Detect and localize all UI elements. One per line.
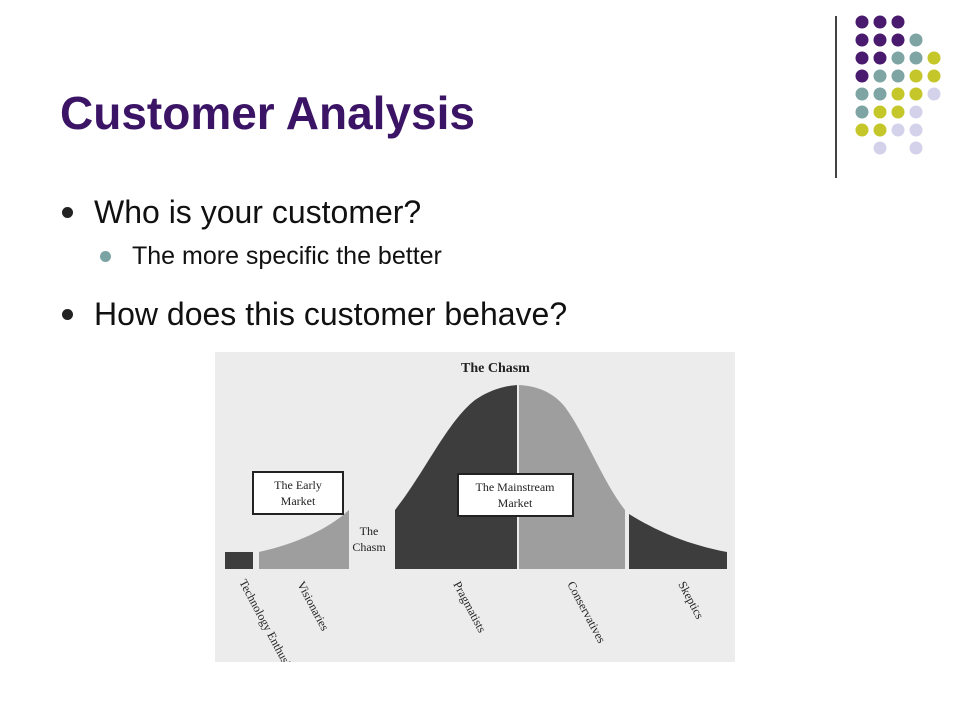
decorative-dot <box>909 33 923 47</box>
decorative-dot <box>855 105 869 119</box>
top-chasm-label: The Chasm <box>461 361 530 376</box>
sub-bullet-text: The more specific the better <box>132 242 442 270</box>
decorative-dot <box>909 51 923 65</box>
decorative-dot-grid <box>855 15 941 155</box>
sub-bullet-more-specific: The more specific the better <box>60 236 780 276</box>
decorative-dot <box>927 87 941 101</box>
decorative-dot <box>891 33 905 47</box>
decorative-dot <box>891 69 905 83</box>
decorative-dot <box>873 33 887 47</box>
decorative-dot <box>873 69 887 83</box>
bullet-list: Who is your customer? The more specific … <box>60 188 780 338</box>
decorative-dot <box>873 105 887 119</box>
decorative-dot <box>855 69 869 83</box>
decorative-dot <box>909 141 923 155</box>
early-market-box <box>252 471 344 515</box>
decorative-dot <box>873 123 887 137</box>
decorative-dot <box>891 51 905 65</box>
decorative-dot <box>927 51 941 65</box>
decorative-dot <box>909 123 923 137</box>
bullet-text: How does this customer behave? <box>94 296 568 332</box>
decorative-dot <box>855 123 869 137</box>
decorative-dot <box>855 51 869 65</box>
decorative-dot <box>855 87 869 101</box>
decorative-dot <box>891 123 905 137</box>
sub-bullet-dot-icon <box>100 251 111 262</box>
decorative-dot <box>873 15 887 29</box>
decorative-dot <box>891 15 905 29</box>
bullet-text: Who is your customer? <box>94 194 422 230</box>
chasm-label-line2: Chasm <box>352 540 386 554</box>
early-market-label-line2: Market <box>281 494 316 508</box>
decorative-dot <box>873 141 887 155</box>
segment-technology-enthusiasts <box>225 552 253 569</box>
decorative-dot <box>909 105 923 119</box>
decorative-dot <box>855 33 869 47</box>
decorative-dot <box>909 87 923 101</box>
decorative-dot <box>891 105 905 119</box>
early-market-label-line1: The Early <box>274 478 322 492</box>
chasm-diagram: The Chasm The Early Market The Mainstrea… <box>215 352 735 662</box>
title-divider-line <box>835 16 837 178</box>
mainstream-market-label-line2: Market <box>498 496 533 510</box>
bullet-who-is-customer: Who is your customer? <box>60 188 780 236</box>
slide-title: Customer Analysis <box>60 87 475 139</box>
segment-skeptics <box>629 514 727 569</box>
decorative-dot <box>873 51 887 65</box>
bullet-dot-icon <box>62 309 73 320</box>
decorative-dot <box>927 69 941 83</box>
mainstream-market-box <box>457 473 574 517</box>
decorative-dot <box>891 87 905 101</box>
decorative-dot <box>873 87 887 101</box>
segment-pragmatists <box>395 385 517 569</box>
segment-visionaries <box>259 510 349 569</box>
mainstream-market-label-line1: The Mainstream <box>476 480 556 494</box>
bullet-dot-icon <box>62 207 73 218</box>
decorative-dot <box>909 69 923 83</box>
bullet-how-customer-behaves: How does this customer behave? <box>60 290 780 338</box>
decorative-dot <box>855 15 869 29</box>
chasm-label-line1: The <box>360 524 379 538</box>
